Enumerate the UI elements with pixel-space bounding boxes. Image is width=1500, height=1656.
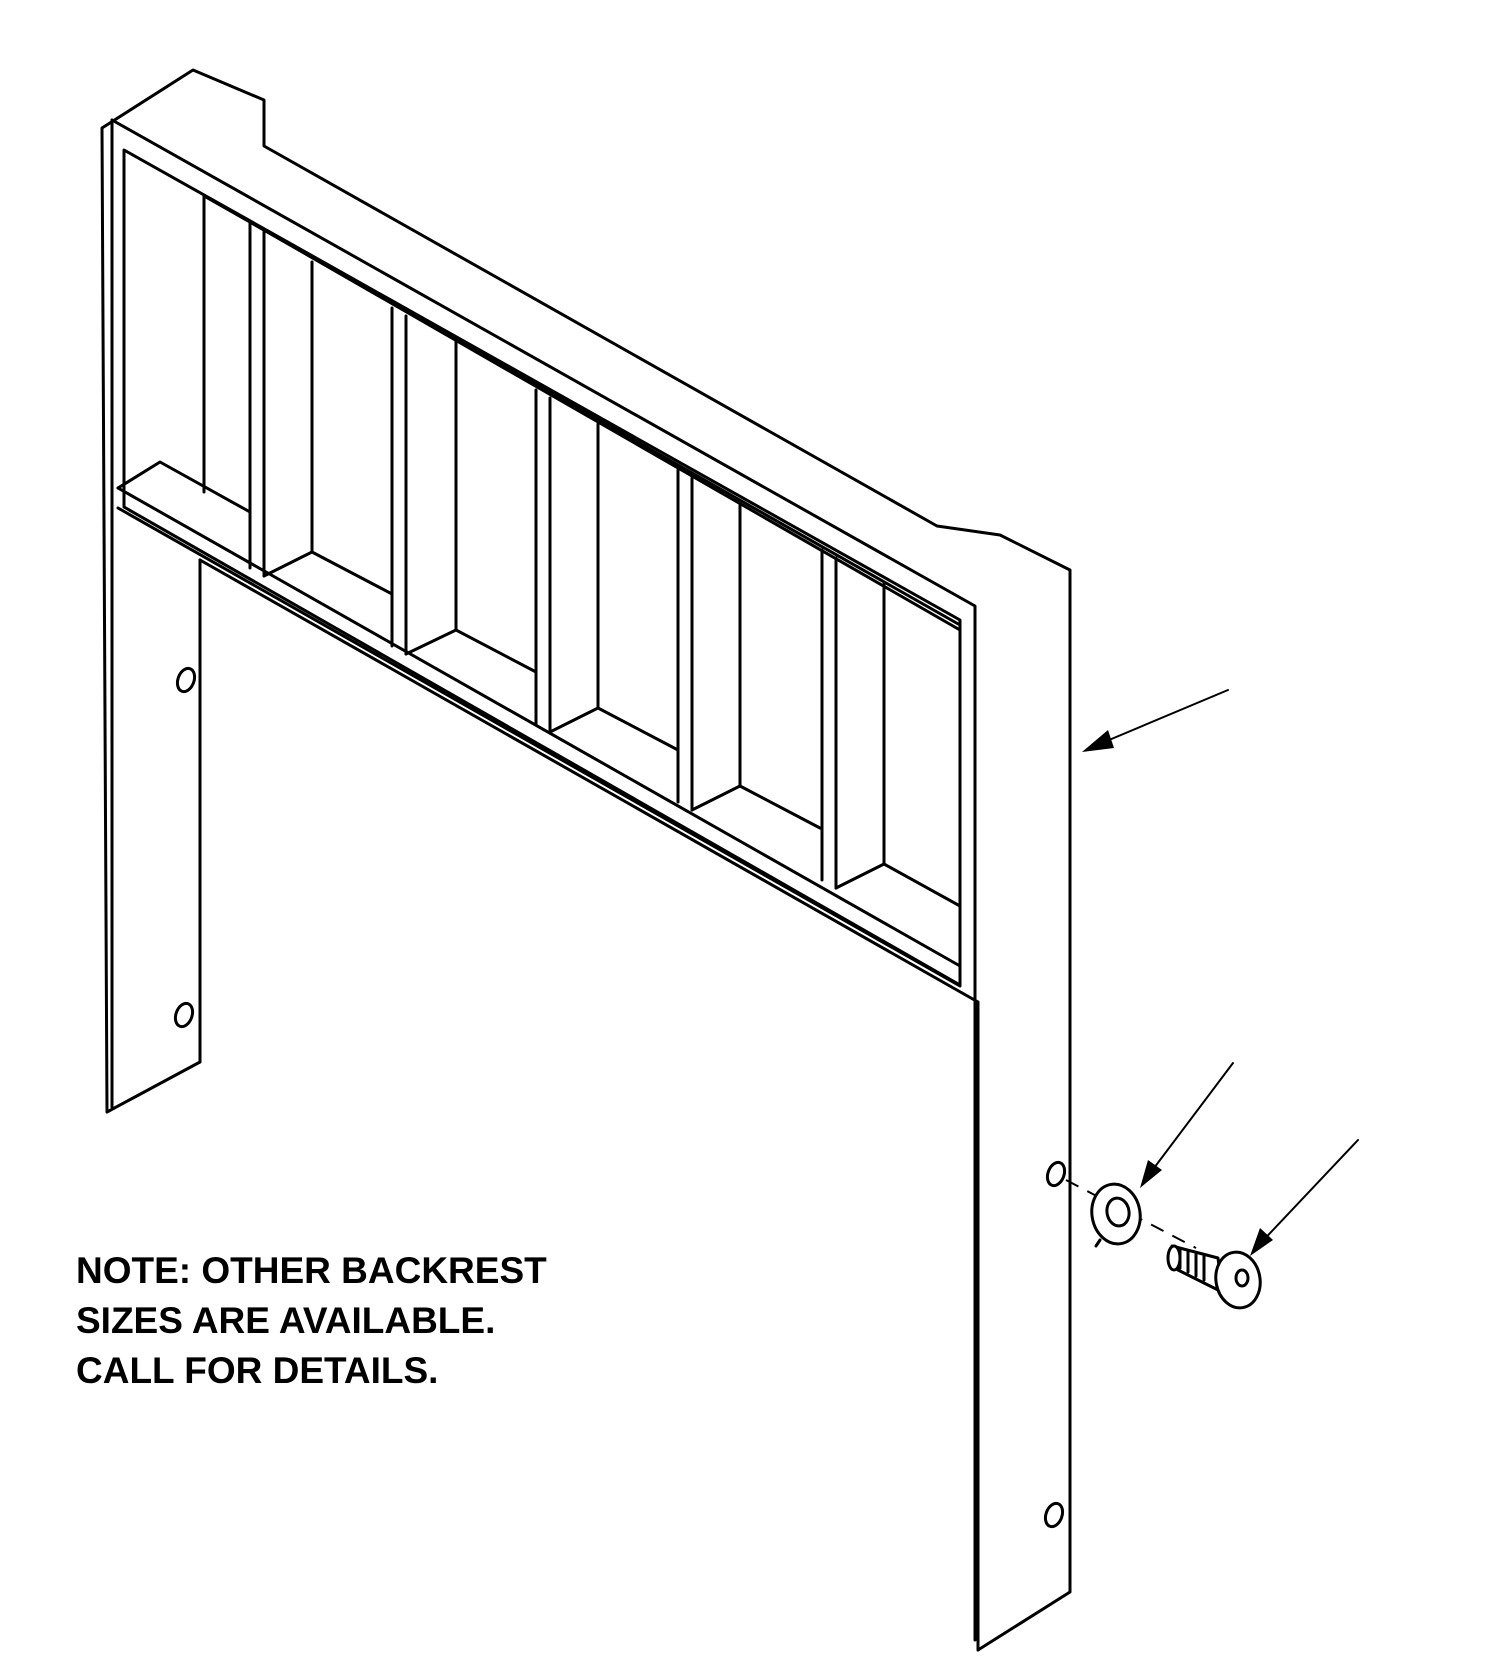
note-line-3: CALL FOR DETAILS. (76, 1350, 439, 1391)
arrow-to-screw (1250, 1139, 1359, 1256)
availability-note: NOTE: OTHER BACKREST SIZES ARE AVAILABLE… (76, 1246, 547, 1396)
frame-face-edge (110, 118, 977, 1642)
note-line-2: SIZES ARE AVAILABLE. (76, 1300, 496, 1341)
top-rail-lower-edge-2 (248, 220, 962, 632)
lock-washer (1090, 1182, 1142, 1248)
slats (202, 194, 962, 908)
cross-rail-front-bottom (116, 506, 962, 988)
cross-rail-front-top (116, 486, 962, 968)
hole-left-lower (173, 1001, 195, 1029)
note-line-1: NOTE: OTHER BACKREST (76, 1250, 547, 1291)
mounting-holes (173, 666, 1067, 1529)
hole-right-upper (1045, 1160, 1067, 1188)
backrest-frame (100, 68, 1072, 1652)
arrow-to-frame (1082, 689, 1229, 752)
hole-left-upper (175, 666, 197, 694)
cross-rail-top (116, 460, 252, 514)
leader-arrows (1082, 689, 1359, 1256)
hole-right-lower (1043, 1501, 1065, 1529)
button-head-screw (1166, 1244, 1262, 1310)
frame-outline (100, 68, 1072, 1652)
arrow-to-washer (1140, 1062, 1234, 1188)
